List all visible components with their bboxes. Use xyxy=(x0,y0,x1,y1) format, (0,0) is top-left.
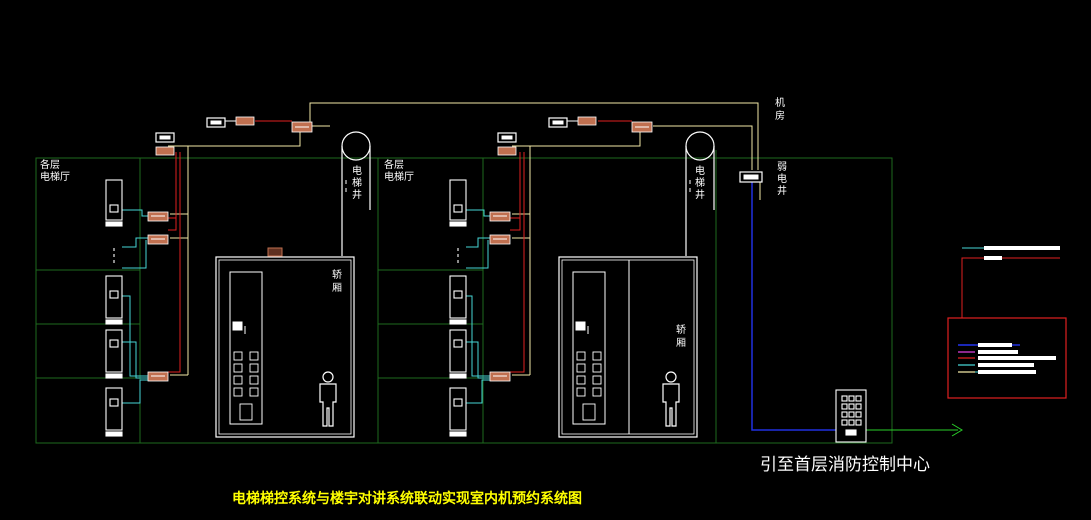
weak-shaft-label-3: 井 xyxy=(777,184,787,197)
hall-label-left-2: 电梯厅 xyxy=(40,170,70,183)
floor-frames xyxy=(35,150,893,444)
car-label-right-2: 厢 xyxy=(676,337,686,349)
car-label-left-1: 轿 xyxy=(332,268,342,281)
control-center-label: 引至首层消防控制中心 xyxy=(760,455,930,475)
red-wiring xyxy=(168,120,1060,373)
diagram-title: 电梯梯控系统与楼宇对讲系统联动实现室内机预约系统图 xyxy=(232,490,582,507)
shaft-label-right-1: 电 xyxy=(695,164,705,177)
controller-modules xyxy=(147,116,653,382)
shaft-label-left-1: 电 xyxy=(352,164,362,177)
passenger-right xyxy=(662,371,680,427)
car-label-left-2: 厢 xyxy=(332,282,342,294)
shaft-label-left-3: 井 xyxy=(352,188,362,201)
weak-shaft-label-1: 弱 xyxy=(777,161,787,173)
pulley-right xyxy=(685,131,715,256)
fire-control-keypad xyxy=(835,389,867,443)
machine-room-label-1: 机 xyxy=(775,96,785,109)
weak-shaft-label-2: 电 xyxy=(777,172,787,185)
car-label-right-1: 轿 xyxy=(676,323,686,336)
shaft-label-right-3: 井 xyxy=(695,188,705,201)
shaft-label-right-2: 梯 xyxy=(695,176,705,189)
legend-box xyxy=(947,246,1067,399)
hall-label-right-2: 电梯厅 xyxy=(384,170,414,183)
passenger-left xyxy=(319,371,337,427)
shaft-label-left-2: 梯 xyxy=(352,176,362,189)
output-arrow xyxy=(866,423,963,437)
pulley-left xyxy=(341,131,371,256)
blue-wiring xyxy=(751,182,1020,431)
module-highlights xyxy=(151,126,649,377)
link-ticks xyxy=(225,120,691,192)
cyan-wiring xyxy=(122,209,1060,404)
hall-panels-left xyxy=(105,179,123,437)
hall-label-right-1: 各层 xyxy=(384,158,404,171)
hall-label-left-1: 各层 xyxy=(40,158,60,171)
elevator-car-left xyxy=(215,247,355,438)
intercom-units xyxy=(155,117,763,183)
text-labels: 各层 电梯厅 各层 电梯厅 电 梯 井 电 梯 井 轿 厢 轿 厢 机 房 弱 … xyxy=(40,96,930,507)
yellow-trunk xyxy=(168,102,761,376)
machine-room-label-2: 房 xyxy=(775,109,785,122)
hall-panels-right xyxy=(449,179,467,437)
elevator-car-right xyxy=(558,256,698,438)
